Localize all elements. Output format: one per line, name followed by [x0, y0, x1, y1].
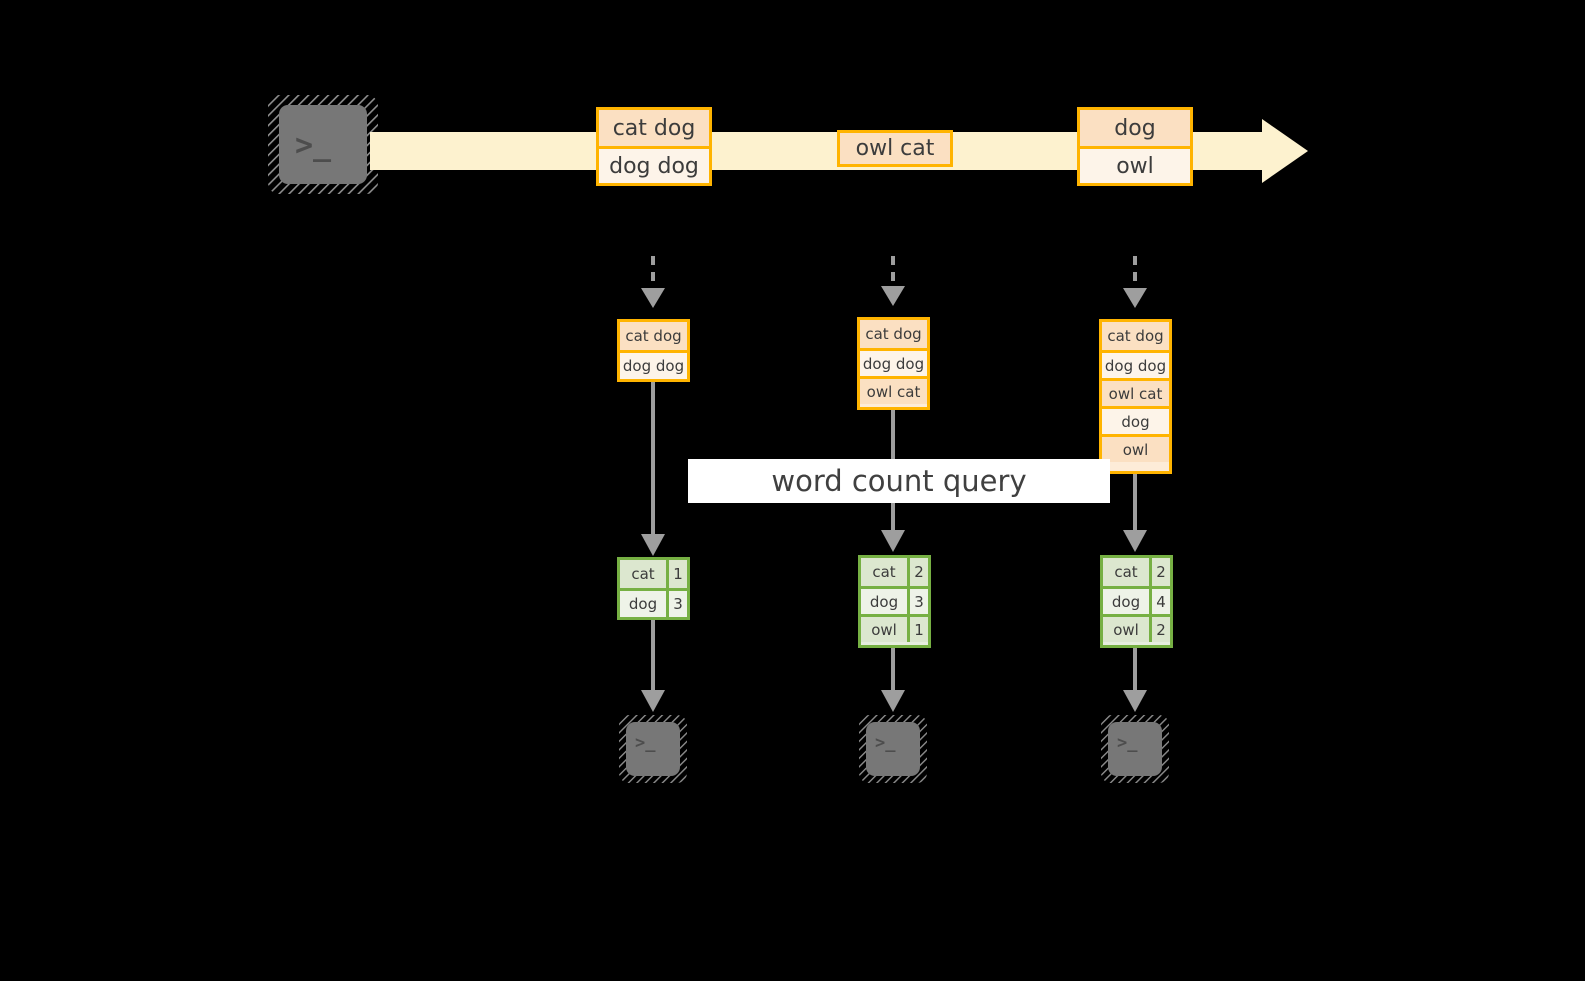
- stream-event-line: cat dog: [599, 110, 709, 146]
- snapshot-1-dashed-arrowhead: [641, 288, 665, 308]
- snapshot-3-query-connector: [1133, 474, 1137, 532]
- table-cell-count: 1: [907, 617, 928, 642]
- snapshot-3-dashed-arrowhead: [1123, 288, 1147, 308]
- stream-event-box-1: cat dog dog dog: [596, 107, 712, 186]
- stream-event-line: dog dog: [599, 146, 709, 183]
- snapshot-input-line: cat dog: [1102, 322, 1169, 350]
- table-row: cat 2: [861, 558, 928, 586]
- table-cell-count: 2: [1149, 558, 1170, 586]
- snapshot-2-sink-arrowhead: [881, 690, 905, 712]
- snapshot-3-sink-connector: [1133, 648, 1137, 692]
- snapshot-3-result-table: cat 2 dog 4 owl 2: [1100, 555, 1173, 648]
- snapshot-1-sink-arrowhead: [641, 690, 665, 712]
- query-label: word count query: [688, 459, 1110, 503]
- snapshot-2-dashed-connector: [891, 256, 895, 288]
- snapshot-input-line: dog dog: [620, 350, 687, 379]
- table-row: owl 1: [861, 614, 928, 642]
- stream-event-line: owl: [1080, 146, 1190, 183]
- terminal-screen: [279, 105, 367, 184]
- stream-event-line: dog: [1080, 110, 1190, 146]
- terminal-prompt-glyph: >_: [1117, 733, 1138, 753]
- snapshot-1-sink-terminal-icon: >_: [619, 715, 687, 783]
- snapshot-3-sink-arrowhead: [1123, 690, 1147, 712]
- table-cell-word: cat: [1103, 558, 1149, 586]
- snapshot-2-query-arrowhead: [881, 530, 905, 552]
- stream-arrow-head: [1262, 119, 1308, 183]
- snapshot-3-dashed-connector: [1133, 256, 1137, 290]
- table-cell-word: owl: [861, 617, 907, 642]
- table-row: dog 3: [620, 588, 687, 617]
- snapshot-input-line: cat dog: [860, 320, 927, 348]
- table-cell-count: 1: [666, 560, 687, 588]
- snapshot-1-query-arrowhead: [641, 534, 665, 556]
- snapshot-1-dashed-connector: [651, 256, 655, 290]
- table-cell-word: cat: [861, 558, 907, 586]
- terminal-screen: [1108, 722, 1162, 776]
- snapshot-input-line: owl cat: [1102, 378, 1169, 406]
- terminal-prompt-glyph: >_: [295, 128, 332, 163]
- table-cell-word: dog: [1103, 589, 1149, 614]
- table-row: dog 4: [1103, 586, 1170, 614]
- snapshot-input-line: dog dog: [1102, 350, 1169, 378]
- table-cell-word: cat: [620, 560, 666, 588]
- snapshot-2-sink-terminal-icon: >_: [859, 715, 927, 783]
- stream-event-line: owl cat: [840, 133, 950, 164]
- snapshot-1-result-table: cat 1 dog 3: [617, 557, 690, 620]
- snapshot-3-input-stack: cat dog dog dog owl cat dog owl: [1099, 319, 1172, 474]
- snapshot-input-line: owl: [1102, 434, 1169, 462]
- snapshot-1-query-connector: [651, 382, 655, 536]
- stream-event-box-3: dog owl: [1077, 107, 1193, 186]
- snapshot-1-sink-connector: [651, 620, 655, 692]
- source-terminal-icon: >_: [268, 95, 378, 194]
- terminal-prompt-glyph: >_: [635, 733, 656, 753]
- snapshot-input-line: dog: [1102, 406, 1169, 434]
- terminal-screen: [626, 722, 680, 776]
- table-row: owl 2: [1103, 614, 1170, 642]
- table-cell-count: 3: [907, 589, 928, 614]
- table-cell-word: owl: [1103, 617, 1149, 642]
- table-row: cat 1: [620, 560, 687, 588]
- table-cell-count: 3: [666, 591, 687, 617]
- snapshot-input-line: owl cat: [860, 376, 927, 404]
- snapshot-input-line: cat dog: [620, 322, 687, 350]
- snapshot-1-input-stack: cat dog dog dog: [617, 319, 690, 382]
- snapshot-2-sink-connector: [891, 648, 895, 692]
- snapshot-2-dashed-arrowhead: [881, 286, 905, 306]
- table-cell-count: 4: [1149, 589, 1170, 614]
- table-row: cat 2: [1103, 558, 1170, 586]
- table-cell-count: 2: [907, 558, 928, 586]
- stream-event-box-2: owl cat: [837, 130, 953, 167]
- terminal-screen: [866, 722, 920, 776]
- snapshot-3-sink-terminal-icon: >_: [1101, 715, 1169, 783]
- table-cell-word: dog: [861, 589, 907, 614]
- table-cell-count: 2: [1149, 617, 1170, 642]
- terminal-prompt-glyph: >_: [875, 733, 896, 753]
- table-row: dog 3: [861, 586, 928, 614]
- snapshot-3-query-arrowhead: [1123, 530, 1147, 552]
- snapshot-2-result-table: cat 2 dog 3 owl 1: [858, 555, 931, 648]
- snapshot-input-line: dog dog: [860, 348, 927, 376]
- table-cell-word: dog: [620, 591, 666, 617]
- snapshot-2-input-stack: cat dog dog dog owl cat: [857, 317, 930, 410]
